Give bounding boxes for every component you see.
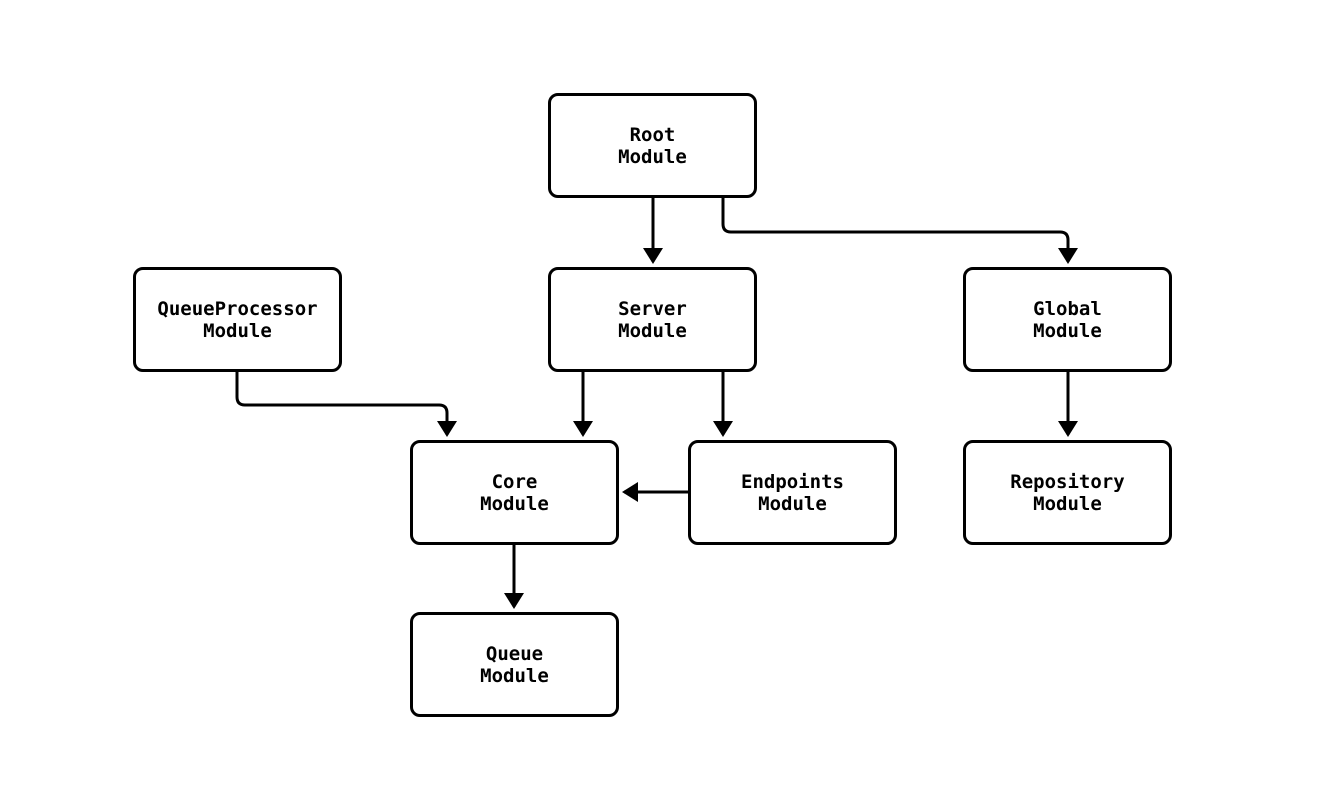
node-label-line2: Module	[618, 145, 687, 168]
node-label-line2: Module	[1033, 319, 1102, 342]
node-label-line2: Module	[480, 492, 549, 515]
node-label-line1: Root	[629, 123, 676, 146]
node-label-line1: Server	[618, 297, 687, 320]
node-label-line2: Module	[480, 664, 549, 687]
edge-root-to-global	[721, 198, 1078, 264]
edge-queueprocessor-to-core	[235, 372, 457, 437]
node-label-line1: Core	[491, 470, 538, 493]
node-label-line2: Module	[203, 319, 272, 342]
node-root-module: Root Module	[548, 93, 757, 198]
node-label-line1: Global	[1033, 297, 1102, 320]
node-global-module: Global Module	[963, 267, 1172, 372]
node-label-line1: Repository	[1010, 470, 1125, 493]
node-label-line2: Module	[758, 492, 827, 515]
node-server-module: Server Module	[548, 267, 757, 372]
node-label-line1: QueueProcessor	[157, 297, 318, 320]
node-queue-module: Queue Module	[410, 612, 619, 717]
node-label-line1: Queue	[485, 642, 544, 665]
node-label-line2: Module	[618, 319, 687, 342]
node-repository-module: Repository Module	[963, 440, 1172, 545]
node-queueprocessor-module: QueueProcessor Module	[133, 267, 342, 372]
node-label-line1: Endpoints	[741, 470, 844, 493]
node-label-line2: Module	[1033, 492, 1102, 515]
node-core-module: Core Module	[410, 440, 619, 545]
node-endpoints-module: Endpoints Module	[688, 440, 897, 545]
